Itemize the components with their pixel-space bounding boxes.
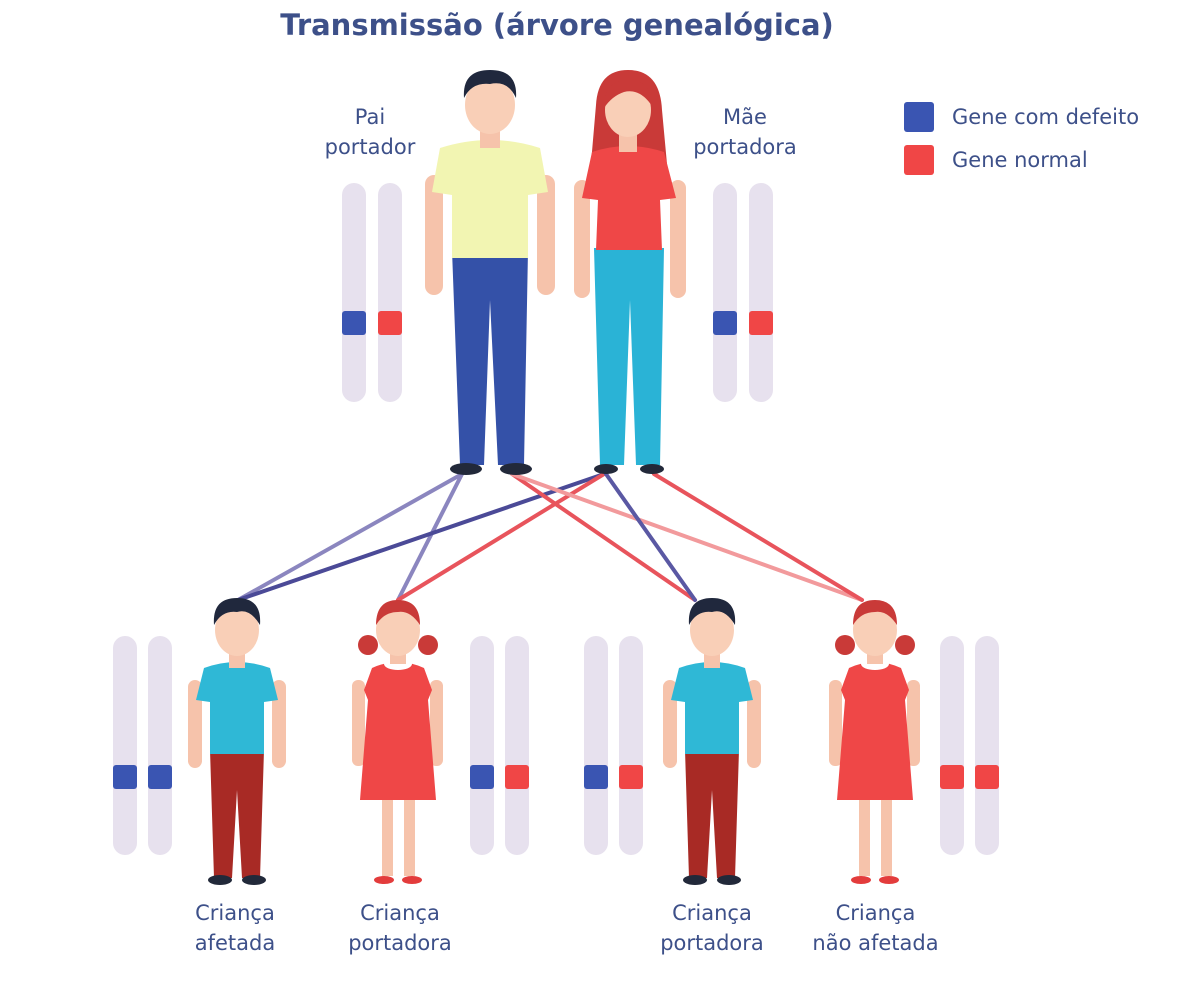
child-4-label-line1: Criança [835, 901, 916, 925]
child-4-figure [829, 600, 920, 884]
child-3-label: Criança portadora [637, 898, 787, 958]
child-4-label: Criança não afetada [793, 898, 958, 958]
child-1-label-line2: afetada [194, 931, 276, 955]
line-mother-child4 [652, 472, 864, 602]
child-4-chromosomes [940, 636, 999, 855]
line-father-child1 [236, 472, 464, 602]
father-label-line2: portador [324, 135, 416, 159]
legend-label-normal: Gene normal [952, 148, 1088, 172]
child-1-label-line1: Criança [195, 901, 275, 925]
child-3-label-line1: Criança [672, 901, 752, 925]
child-3-chromosomes [584, 636, 643, 855]
child-1-label: Criança afetada [165, 898, 305, 958]
line-father-child3 [510, 472, 697, 602]
father-label-line1: Pai [354, 105, 386, 129]
child-3-figure [663, 598, 761, 885]
father-chromosomes [342, 183, 402, 402]
line-mother-child1 [236, 472, 606, 602]
legend-item-normal: Gene normal [904, 145, 1139, 175]
mother-label-line2: portadora [693, 135, 797, 159]
child-2-label-line1: Criança [360, 901, 440, 925]
legend-item-defective: Gene com defeito [904, 102, 1139, 132]
legend-swatch-defective [904, 102, 934, 132]
father-gene-normal [378, 311, 402, 335]
child-2-label-line2: portadora [348, 931, 452, 955]
mother-gene-normal [749, 311, 773, 335]
inheritance-lines [236, 472, 864, 602]
child-4-label-line2: não afetada [812, 931, 939, 955]
mother-figure [574, 70, 686, 474]
child-1-chromosomes [113, 636, 172, 855]
diagram-title: Transmissão (árvore genealógica) [280, 8, 834, 42]
mother-label-line1: Mãe [723, 105, 767, 129]
child-3-label-line2: portadora [660, 931, 764, 955]
father-gene-defective [342, 311, 366, 335]
mother-chromosomes [713, 183, 773, 402]
legend: Gene com defeito Gene normal [904, 102, 1139, 188]
mother-gene-defective [713, 311, 737, 335]
child-2-label: Criança portadora [325, 898, 475, 958]
child-2-chromosomes [470, 636, 529, 855]
father-label: Pai portador [300, 102, 440, 162]
child-1-figure [188, 598, 286, 885]
line-mother-child3 [604, 472, 697, 602]
legend-label-defective: Gene com defeito [952, 105, 1140, 129]
legend-swatch-normal [904, 145, 934, 175]
line-father-child4 [510, 472, 864, 602]
mother-label: Mãe portadora [675, 102, 815, 162]
child-2-figure [352, 600, 443, 884]
father-figure [425, 70, 555, 475]
line-father-child2 [396, 472, 464, 602]
